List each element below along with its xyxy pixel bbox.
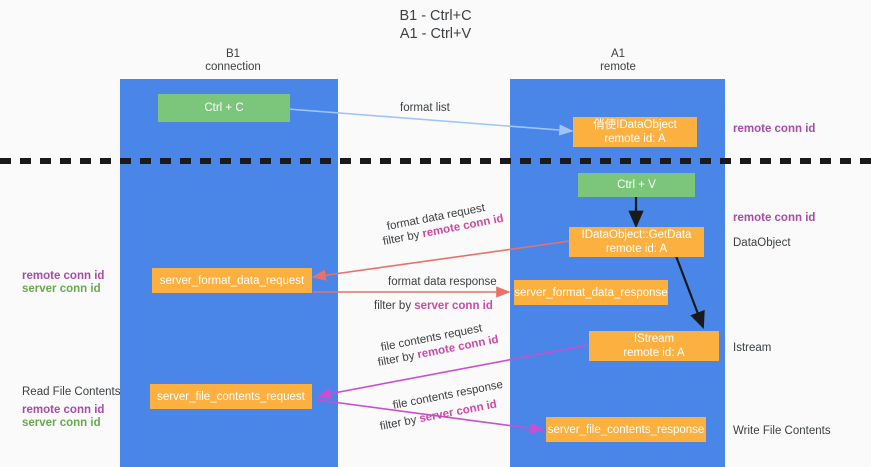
node-istream-line1: IStream <box>633 333 675 345</box>
diagram-title-line1: B1 - Ctrl+C <box>399 8 472 24</box>
edge-label-format-data-response-filter: filter by server conn id <box>374 299 493 313</box>
right-label-istream: Istream <box>733 342 772 354</box>
column-header-b1-name: B1 <box>225 48 241 60</box>
node-ctrl-c[interactable]: Ctrl + C <box>158 94 290 122</box>
edge-label-format-data-response: format data response <box>388 276 497 288</box>
node-ctrl-v-label: Ctrl + V <box>617 179 656 191</box>
node-idataobject[interactable]: 俏使IDataObject remote id: A <box>573 117 697 147</box>
diagram-title: B1 - Ctrl+C A1 - Ctrl+V <box>0 7 871 43</box>
node-server-file-contents-request[interactable]: server_file_contents_request <box>150 384 312 409</box>
left-label-server-conn-id-2: server conn id <box>22 417 101 429</box>
left-label-read-file-contents: Read File Contents <box>22 386 121 398</box>
node-getdata-line2: remote id: A <box>605 243 668 255</box>
node-idataobject-getdata[interactable]: IDataObject::GetData remote id: A <box>569 227 704 257</box>
right-label-remote-conn-id-mid: remote conn id <box>733 212 816 224</box>
node-server-format-data-request-label: server_format_data_request <box>159 274 305 287</box>
diagram-title-line2: A1 - Ctrl+V <box>399 26 472 42</box>
node-istream-line2: remote id: A <box>623 347 685 359</box>
column-header-a1: A1 remote <box>512 48 724 74</box>
node-getdata-line1: IDataObject::GetData <box>581 229 692 241</box>
left-label-remote-conn-id-1: remote conn id <box>22 270 105 282</box>
node-server-file-contents-response[interactable]: server_file_contents_response <box>546 417 706 442</box>
node-ctrl-v[interactable]: Ctrl + V <box>578 173 695 197</box>
filter-prefix-4: filter by <box>378 413 421 433</box>
right-label-dataobject: DataObject <box>733 237 791 249</box>
edge-label-format-list: format list <box>400 102 450 114</box>
filter-key-server-conn-id-1: server conn id <box>414 300 493 312</box>
node-server-format-data-response[interactable]: server_format_data_response <box>514 280 668 305</box>
filter-prefix-2: filter by <box>374 300 415 312</box>
left-label-server-conn-id-1: server conn id <box>22 283 101 295</box>
column-header-b1-sub: connection <box>205 61 261 73</box>
right-label-write-file-contents: Write File Contents <box>733 425 831 437</box>
column-header-b1: B1 connection <box>128 48 338 74</box>
column-header-a1-name: A1 <box>610 48 626 60</box>
left-label-remote-conn-id-2: remote conn id <box>22 404 105 416</box>
node-server-format-data-request[interactable]: server_format_data_request <box>152 268 312 293</box>
right-label-remote-conn-id-top: remote conn id <box>733 123 816 135</box>
node-server-file-contents-response-label: server_file_contents_response <box>547 423 705 436</box>
node-istream[interactable]: IStream remote id: A <box>589 331 719 361</box>
node-ctrl-c-label: Ctrl + C <box>204 102 244 114</box>
node-idataobject-line1: 俏使IDataObject <box>593 119 677 131</box>
node-server-format-data-response-label: server_format_data_response <box>514 286 668 299</box>
node-server-file-contents-request-label: server_file_contents_request <box>157 390 305 403</box>
column-header-a1-sub: remote <box>600 61 636 73</box>
node-idataobject-line2: remote id: A <box>604 133 666 145</box>
